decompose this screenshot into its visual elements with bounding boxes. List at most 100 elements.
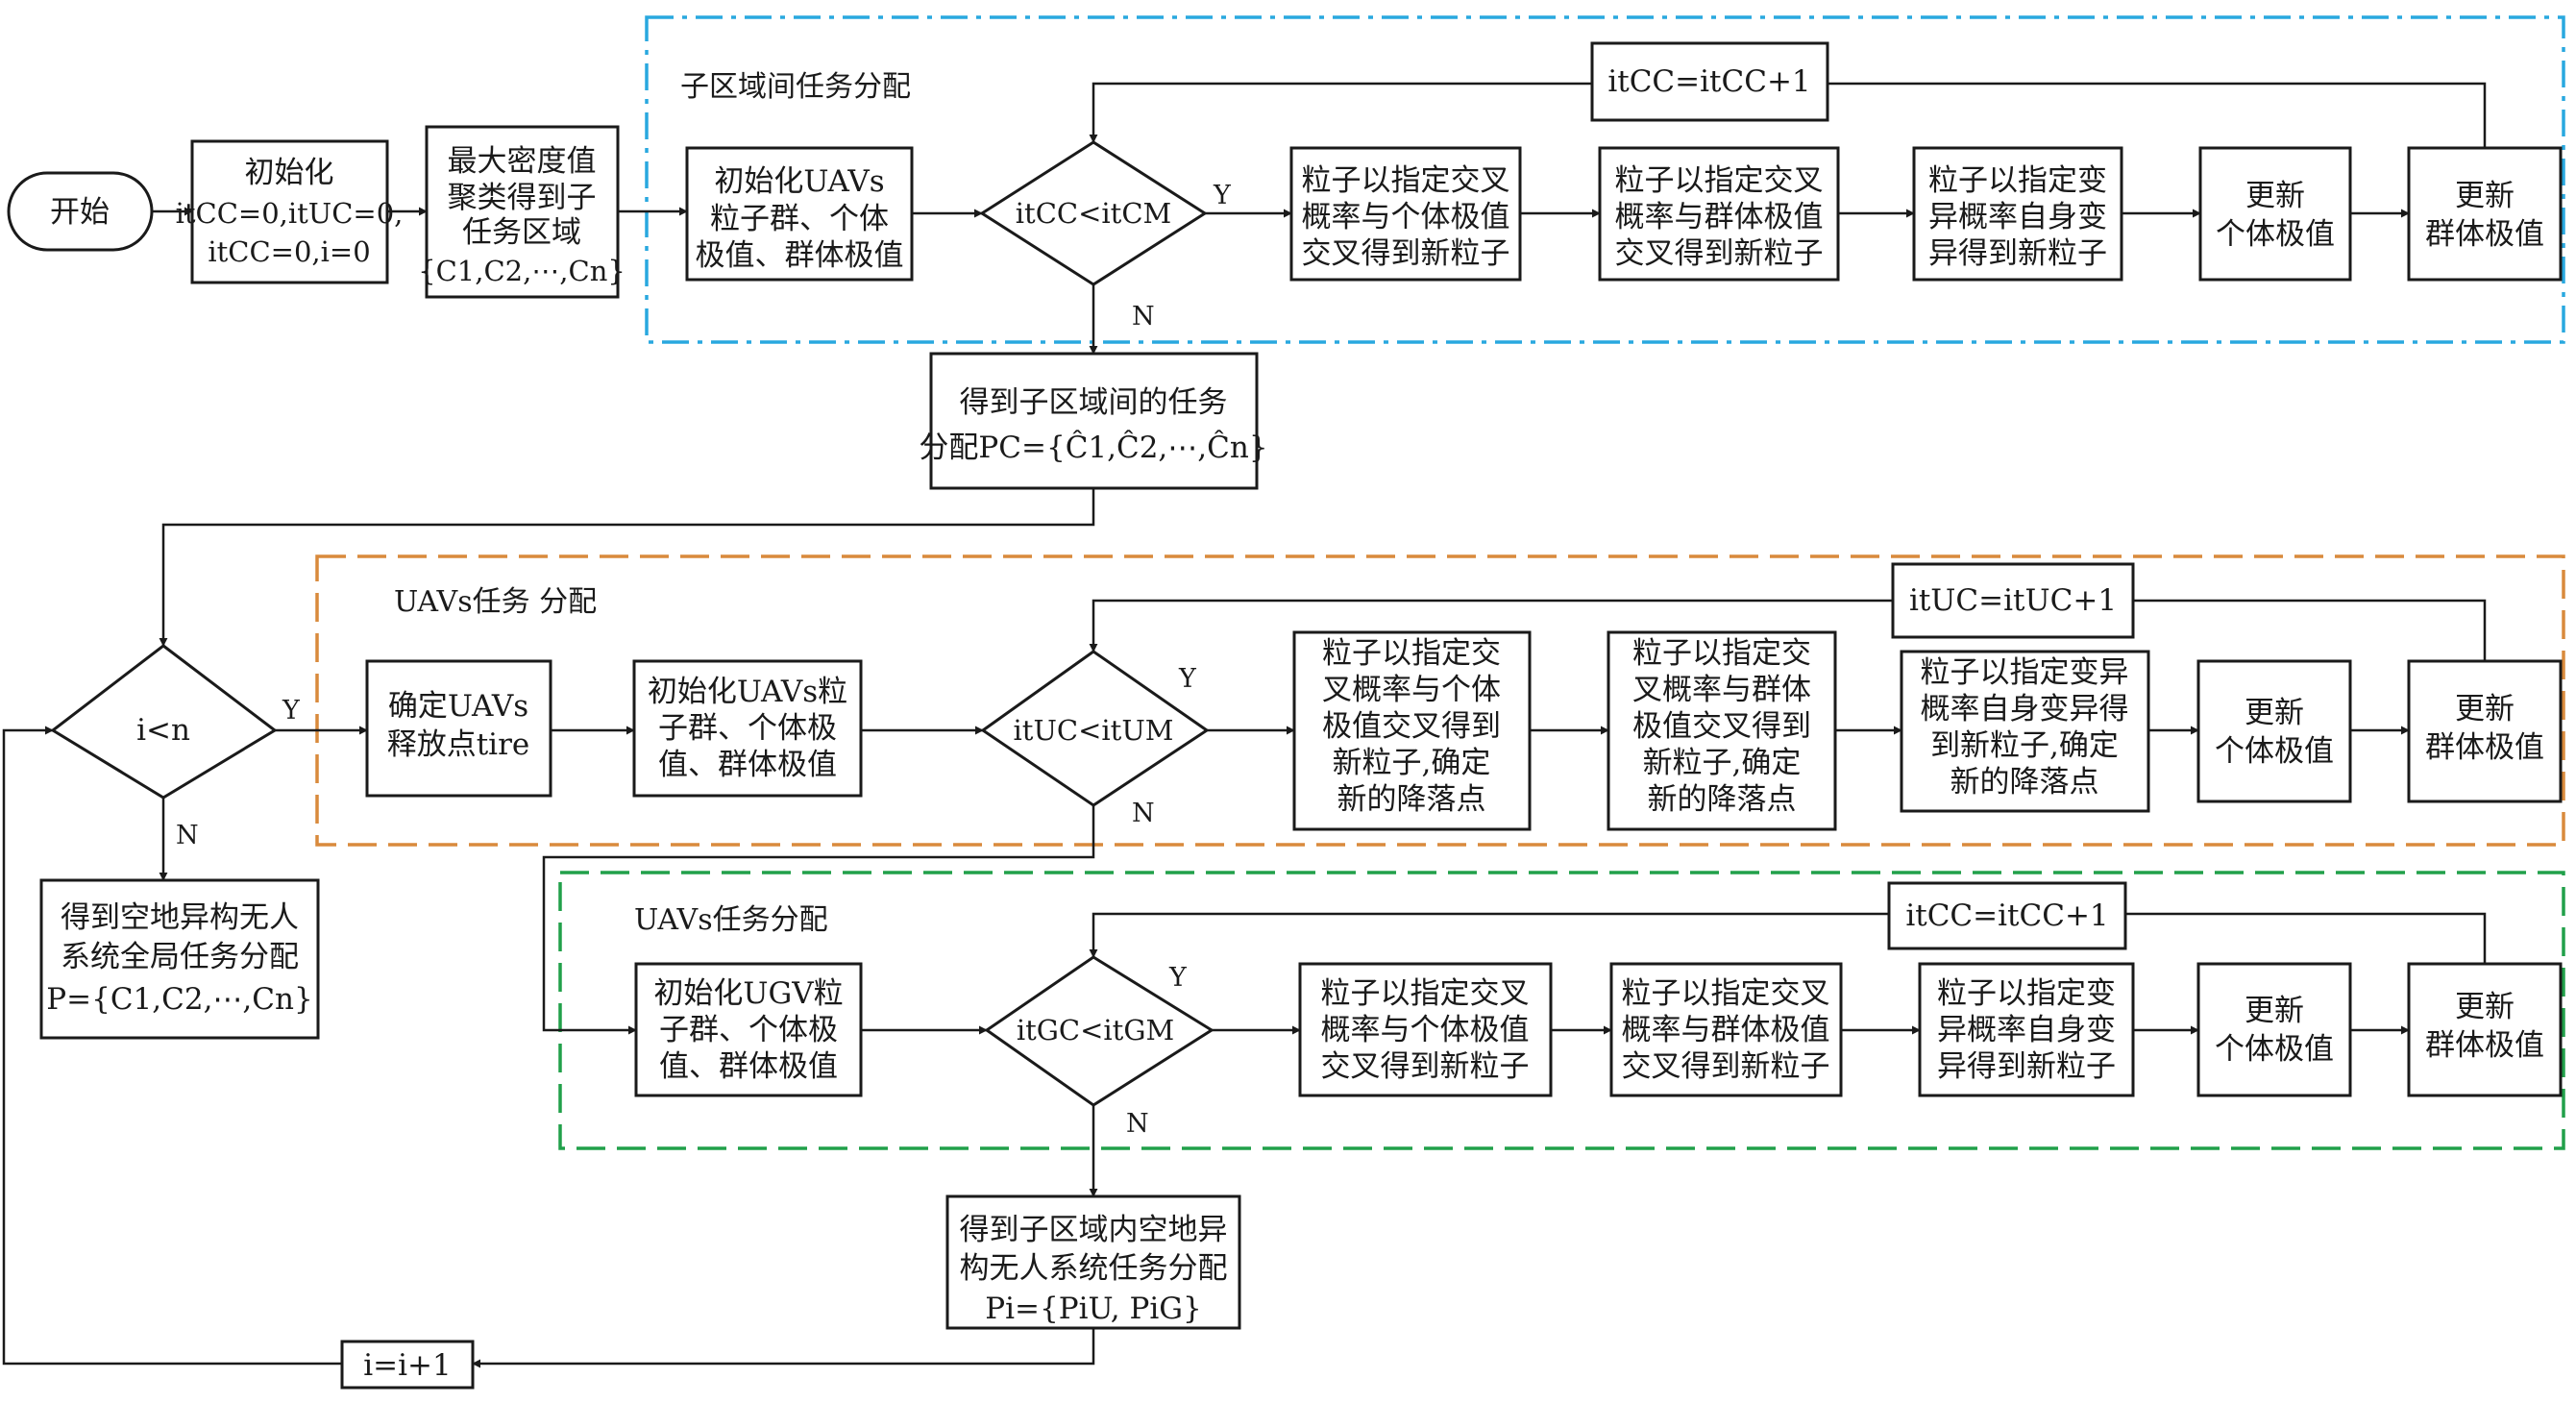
row1-step-individual-cross: 粒子以指定交叉 概率与个体极值 交叉得到新粒子 [1289, 146, 1522, 282]
svg-text:交叉得到新粒子: 交叉得到新粒子 [1615, 236, 1824, 271]
svg-text:itCC=itCC+1: itCC=itCC+1 [1607, 64, 1810, 99]
svg-text:概率自身变异得: 概率自身变异得 [1921, 692, 2129, 726]
svg-text:P={C1,C2,⋯,Cn}: P={C1,C2,⋯,Cn} [46, 982, 312, 1017]
svg-text:异得到新粒子: 异得到新粒子 [1937, 1049, 2116, 1084]
svg-text:群体极值: 群体极值 [2425, 217, 2544, 252]
init-box: 初始化 itCC=0,itUC=0, itCC=0,i=0 [176, 139, 404, 284]
svg-text:更新: 更新 [2245, 696, 2304, 730]
svg-text:粒子以指定交叉: 粒子以指定交叉 [1302, 163, 1510, 198]
outer-no-label: N [176, 821, 199, 850]
svg-text:构无人系统任务分配: 构无人系统任务分配 [960, 1251, 1228, 1286]
row3-update-group-best: 更新 群体极值 [2407, 962, 2563, 1097]
svg-text:极值、群体极值: 极值、群体极值 [696, 238, 904, 273]
row2-update-group-best: 更新 群体极值 [2407, 659, 2563, 803]
svg-text:系统全局任务分配: 系统全局任务分配 [61, 940, 299, 974]
cluster-box: 最大密度值 聚类得到子 任务区域 {C1,C2,⋯,Cn} [418, 125, 626, 299]
svg-text:值、群体极值: 值、群体极值 [658, 748, 837, 782]
outer-condition-diamond: i<n [50, 644, 278, 800]
svg-text:子群、个体极: 子群、个体极 [658, 711, 837, 746]
row2-yes-label: Y [1178, 664, 1197, 694]
row3-step-group-cross: 粒子以指定交叉 概率与群体极值 交叉得到新粒子 [1609, 962, 1843, 1097]
row3-yes-label: Y [1168, 963, 1188, 993]
row2-loop-counter: itUC=itUC+1 [1891, 562, 2135, 639]
svg-text:新粒子,确定: 新粒子,确定 [1643, 746, 1802, 780]
svg-text:聚类得到子: 聚类得到子 [448, 181, 597, 215]
row2-step-individual-cross: 粒子以指定交 叉概率与个体 极值交叉得到 新粒子,确定 新的降落点 [1292, 630, 1532, 831]
row1-no-label: N [1132, 302, 1155, 332]
row1-loop-counter: itCC=itCC+1 [1590, 41, 1829, 122]
svg-text:开始: 开始 [50, 195, 110, 230]
svg-text:个体极值: 个体极值 [2215, 1032, 2334, 1067]
svg-text:概率与群体极值: 概率与群体极值 [1615, 200, 1824, 234]
row1-result-box: 得到子区域间的任务 分配PC={Ĉ1,Ĉ2,⋯,Ĉn} [919, 352, 1268, 490]
svg-text:最大密度值: 最大密度值 [448, 144, 597, 179]
svg-text:极值交叉得到: 极值交叉得到 [1632, 709, 1811, 744]
svg-text:更新: 更新 [2245, 179, 2305, 213]
svg-text:itCC=0,i=0: itCC=0,i=0 [208, 235, 370, 268]
svg-text:粒子以指定交叉: 粒子以指定交叉 [1321, 976, 1530, 1011]
svg-text:得到子区域内空地异: 得到子区域内空地异 [960, 1213, 1228, 1247]
svg-text:新的降落点: 新的降落点 [1337, 782, 1486, 817]
svg-text:个体极值: 个体极值 [2215, 734, 2334, 769]
svg-text:分配PC={Ĉ1,Ĉ2,⋯,Ĉn}: 分配PC={Ĉ1,Ĉ2,⋯,Ĉn} [919, 429, 1267, 465]
row1-update-individual-best: 更新 个体极值 [2198, 146, 2352, 282]
svg-text:叉概率与个体: 叉概率与个体 [1322, 673, 1501, 707]
row3-loop-counter: itCC=itCC+1 [1887, 881, 2127, 950]
svg-text:粒子以指定交叉: 粒子以指定交叉 [1615, 163, 1824, 198]
svg-text:子群、个体极: 子群、个体极 [659, 1013, 838, 1047]
outer-yes-label: Y [282, 696, 301, 726]
row2-condition-diamond: itUC<itUM [980, 650, 1210, 807]
svg-text:得到子区域间的任务: 得到子区域间的任务 [960, 385, 1228, 420]
svg-text:交叉得到新粒子: 交叉得到新粒子 [1622, 1049, 1830, 1084]
svg-text:群体极值: 群体极值 [2425, 730, 2544, 765]
row1-step-group-cross: 粒子以指定交叉 概率与群体极值 交叉得到新粒子 [1598, 146, 1840, 282]
svg-text:得到空地异构无人: 得到空地异构无人 [61, 900, 299, 935]
svg-text:新的降落点: 新的降落点 [1648, 782, 1797, 817]
row3-condition-diamond: itGC<itGM [984, 955, 1214, 1107]
row1-step-mutation: 粒子以指定变 异概率自身变 异得到新粒子 [1912, 146, 2123, 282]
row2-update-individual-best: 更新 个体极值 [2196, 659, 2352, 803]
row3-no-label: N [1126, 1109, 1149, 1139]
svg-text:任务区域: 任务区域 [462, 215, 581, 250]
increment-box: i=i+1 [340, 1340, 475, 1390]
svg-text:itCC<itCM: itCC<itCM [1016, 197, 1171, 230]
region-frame-uav [315, 554, 2565, 847]
row2-step-mutation: 粒子以指定变异 概率自身变异得 到新粒子,确定 新的降落点 [1900, 650, 2150, 813]
svg-text:值、群体极值: 值、群体极值 [659, 1049, 838, 1084]
row2-no-label: N [1132, 799, 1155, 828]
svg-text:itCC=0,itUC=0,: itCC=0,itUC=0, [176, 197, 404, 230]
svg-text:概率与群体极值: 概率与群体极值 [1622, 1013, 1830, 1047]
svg-text:i=i+1: i=i+1 [363, 1348, 452, 1383]
svg-text:交叉得到新粒子: 交叉得到新粒子 [1321, 1049, 1530, 1084]
svg-text:itGC<itGM: itGC<itGM [1017, 1014, 1174, 1046]
svg-text:粒子以指定变异: 粒子以指定变异 [1921, 655, 2129, 690]
svg-text:初始化UGV粒: 初始化UGV粒 [653, 976, 843, 1011]
row2-step-group-cross: 粒子以指定交 叉概率与群体 极值交叉得到 新粒子,确定 新的降落点 [1607, 630, 1837, 831]
svg-text:交叉得到新粒子: 交叉得到新粒子 [1302, 236, 1510, 271]
region-title-inter-subregion: 子区域间任务分配 [680, 70, 911, 104]
svg-text:叉概率与群体: 叉概率与群体 [1632, 673, 1811, 707]
svg-text:个体极值: 个体极值 [2216, 217, 2335, 252]
region-frame-inter-subregion [645, 15, 2565, 344]
svg-text:异得到新粒子: 异得到新粒子 [1928, 236, 2107, 271]
svg-text:粒子以指定交: 粒子以指定交 [1632, 636, 1811, 671]
svg-text:初始化: 初始化 [245, 156, 334, 190]
row3-init-box: 初始化UGV粒 子群、个体极 值、群体极值 [634, 962, 863, 1097]
svg-text:更新: 更新 [2245, 994, 2304, 1028]
svg-text:{C1,C2,⋯,Cn}: {C1,C2,⋯,Cn} [418, 255, 626, 287]
region-title-uav: UAVs任务 分配 [394, 585, 597, 619]
svg-text:确定UAVs: 确定UAVs [388, 689, 528, 724]
svg-text:itCC=itCC+1: itCC=itCC+1 [1905, 898, 2108, 933]
svg-text:释放点tire: 释放点tire [387, 727, 530, 762]
row2-init-box: 初始化UAVs粒 子群、个体极 值、群体极值 [632, 659, 863, 798]
row1-condition-diamond: itCC<itCM [979, 140, 1208, 286]
global-result-box: 得到空地异构无人 系统全局任务分配 P={C1,C2,⋯,Cn} [39, 878, 320, 1040]
svg-text:初始化UAVs: 初始化UAVs [714, 164, 884, 199]
svg-text:更新: 更新 [2455, 692, 2515, 726]
svg-text:新的降落点: 新的降落点 [1950, 765, 2099, 800]
row3-step-individual-cross: 粒子以指定交叉 概率与个体极值 交叉得到新粒子 [1298, 962, 1553, 1097]
row3-result-box: 得到子区域内空地异 构无人系统任务分配 Pi={PiU, PiG} [945, 1194, 1241, 1330]
svg-text:概率与个体极值: 概率与个体极值 [1321, 1013, 1530, 1047]
row3-step-mutation: 粒子以指定变 异概率自身变 异得到新粒子 [1918, 962, 2135, 1097]
